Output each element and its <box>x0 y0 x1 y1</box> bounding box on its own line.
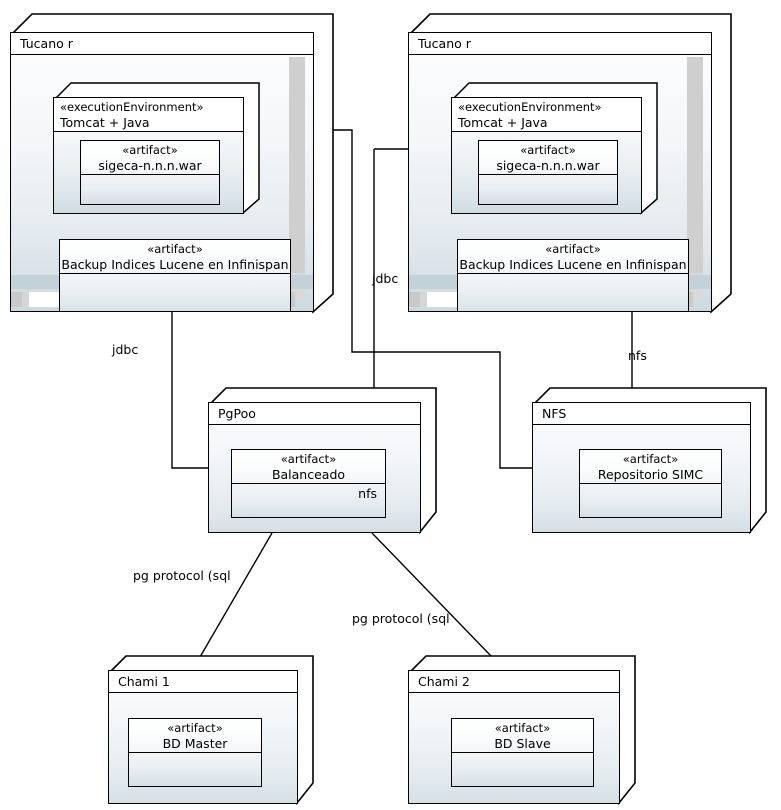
vertical-scrollbar-thumb[interactable] <box>289 57 305 273</box>
artifact-stereotype: «artifact» <box>545 242 601 256</box>
node-title-label: Chami 1 <box>109 671 297 693</box>
vertical-scrollbar[interactable] <box>687 57 703 301</box>
connector-jdbc-right-to-pgpool <box>252 129 532 469</box>
artifact-body: nfs <box>232 484 385 517</box>
artifact-header: «artifact» Repositorio SIMC <box>580 450 721 484</box>
node-nfs[interactable]: NFS «artifact» Repositorio SIMC <box>532 382 768 534</box>
artifact-backup-right[interactable]: «artifact» Backup Indices Lucene en Infi… <box>457 239 689 311</box>
edge-label-jdbc-left: jdbc <box>112 342 139 357</box>
artifact-header: «artifact» sigeca-n.n.n.war <box>81 141 219 175</box>
connector-pgpool-to-chami2 <box>371 532 493 658</box>
artifact-balanceado[interactable]: «artifact» Balanceado nfs <box>231 449 386 518</box>
node-chami1[interactable]: Chami 1 «artifact» BD Master <box>108 650 315 805</box>
artifact-stereotype: «artifact» <box>147 242 203 256</box>
artifact-body <box>479 175 617 204</box>
node-face: Chami 1 «artifact» BD Master <box>108 670 298 804</box>
artifact-sigeca-war-left[interactable]: «artifact» sigeca-n.n.n.war <box>80 140 220 205</box>
edge-label-jdbc-right: jdbc <box>372 271 399 286</box>
artifact-stereotype: «artifact» <box>494 721 551 735</box>
artifact-header: «artifact» Backup Indices Lucene en Infi… <box>60 240 290 274</box>
artifact-backup-left[interactable]: «artifact» Backup Indices Lucene en Infi… <box>59 239 291 311</box>
connector-pgpool-to-chami1 <box>199 532 273 658</box>
node-title-label: Chami 2 <box>409 671 619 693</box>
exec-env-name: Tomcat + Java <box>458 115 548 130</box>
scrollbar-left-cap[interactable] <box>11 292 22 307</box>
vertical-scrollbar[interactable] <box>289 57 305 301</box>
node-body: «artifact» Balanceado nfs <box>209 425 420 532</box>
node-title-label: NFS <box>533 403 750 425</box>
node-face: PgPoo «artifact» Balanceado nfs <box>208 402 421 533</box>
edge-label-nfs: nfs <box>628 348 647 363</box>
exec-env-name: Tomcat + Java <box>60 115 150 130</box>
node-face: NFS «artifact» Repositorio SIMC <box>532 402 751 533</box>
artifact-bd-master[interactable]: «artifact» BD Master <box>128 718 262 787</box>
node-face: Chami 2 «artifact» BD Slave <box>408 670 620 804</box>
artifact-header: «artifact» BD Slave <box>452 719 593 753</box>
exec-env-stereotype: «executionEnvironment» <box>60 100 204 114</box>
node-body: «artifact» BD Master <box>109 693 297 803</box>
scrollbar-left-cap[interactable] <box>409 292 420 307</box>
node-tucano-right[interactable]: Tucano r «executionEn <box>408 6 733 314</box>
artifact-sigeca-war-right[interactable]: «artifact» sigeca-n.n.n.war <box>478 140 618 205</box>
vertical-scrollbar-thumb[interactable] <box>687 57 703 273</box>
node-body: «artifact» Repositorio SIMC <box>533 425 750 532</box>
artifact-name: sigeca-n.n.n.war <box>496 158 600 173</box>
artifact-header: «artifact» Backup Indices Lucene en Infi… <box>458 240 688 274</box>
artifact-bd-slave[interactable]: «artifact» BD Slave <box>451 718 594 787</box>
artifact-header: «artifact» Balanceado <box>232 450 385 484</box>
node-pgpool[interactable]: PgPoo «artifact» Balanceado nfs <box>208 382 438 534</box>
node-face: Tucano r «executionEn <box>408 32 712 312</box>
exec-env-face: «executionEnvironment» Tomcat + Java «ar… <box>451 97 642 214</box>
artifact-body <box>452 753 593 786</box>
artifact-stereotype: «artifact» <box>167 721 223 735</box>
edge-label-pg-protocol-1: pg protocol (sql <box>133 568 231 583</box>
artifact-name: BD Slave <box>494 736 551 751</box>
node-body: «executionEnvironment» Tomcat + Java «ar… <box>409 55 711 311</box>
exec-env-stereotype: «executionEnvironment» <box>458 100 602 114</box>
artifact-repositorio[interactable]: «artifact» Repositorio SIMC <box>579 449 722 518</box>
artifact-header: «artifact» sigeca-n.n.n.war <box>479 141 617 175</box>
artifact-body <box>129 753 261 786</box>
node-face: Tucano r <box>10 32 314 312</box>
node-title-label: Tucano r <box>11 33 313 55</box>
artifact-header: «artifact» BD Master <box>129 719 261 753</box>
artifact-name: BD Master <box>162 736 228 751</box>
exec-env-header: «executionEnvironment» Tomcat + Java <box>54 98 243 132</box>
node-exec-env-left[interactable]: «executionEnvironment» Tomcat + Java «ar… <box>53 77 261 215</box>
artifact-name: Backup Indices Lucene en Infinispan <box>61 257 289 272</box>
artifact-name: Backup Indices Lucene en Infinispan <box>459 257 687 272</box>
artifact-stereotype: «artifact» <box>622 452 679 466</box>
artifact-stereotype: «artifact» <box>280 452 337 466</box>
artifact-body <box>60 274 290 311</box>
node-tucano-left[interactable]: Tucano r <box>10 6 335 314</box>
node-chami2[interactable]: Chami 2 «artifact» BD Slave <box>408 650 637 805</box>
edge-label-pg-protocol-2: pg protocol (sql <box>352 611 450 626</box>
node-title-label: Tucano r <box>409 33 711 55</box>
artifact-name: sigeca-n.n.n.war <box>98 158 202 173</box>
artifact-stereotype: «artifact» <box>520 143 576 157</box>
artifact-stereotype: «artifact» <box>122 143 178 157</box>
node-title-label: PgPoo <box>209 403 420 425</box>
node-exec-env-right[interactable]: «executionEnvironment» Tomcat + Java «ar… <box>451 77 659 215</box>
node-body: «executionEnvironment» Tomcat + Java «ar… <box>11 55 313 311</box>
artifact-extra-label: nfs <box>358 486 377 501</box>
artifact-name: Balanceado <box>271 467 346 482</box>
artifact-body <box>580 484 721 517</box>
node-body: «artifact» BD Slave <box>409 693 619 803</box>
artifact-body <box>458 274 688 311</box>
exec-env-face: «executionEnvironment» Tomcat + Java «ar… <box>53 97 244 214</box>
exec-env-header: «executionEnvironment» Tomcat + Java <box>452 98 641 132</box>
artifact-name: Repositorio SIMC <box>597 467 704 482</box>
artifact-body <box>81 175 219 204</box>
